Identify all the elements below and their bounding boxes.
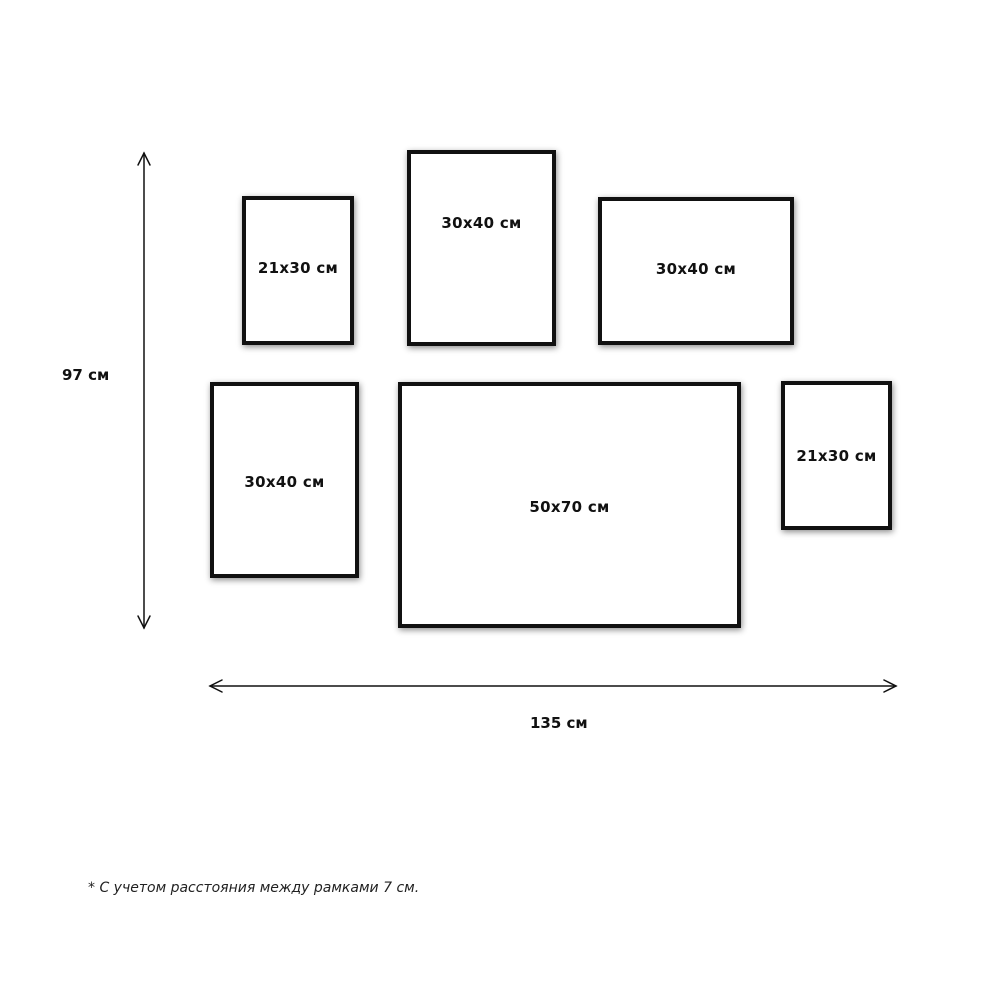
frame-30x40-top-center: 30x40 см — [407, 150, 556, 346]
height-dimension-label: 97 см — [62, 366, 110, 384]
frame-size-label: 21x30 см — [257, 258, 339, 277]
frame-21x30-bottom-right: 21x30 см — [781, 381, 892, 530]
frame-size-label: 30x40 см — [655, 260, 737, 278]
frame-21x30-top-left: 21x30 см — [242, 196, 354, 345]
height-arrow — [137, 151, 151, 630]
frame-size-label: 50x70 см — [529, 498, 610, 516]
frame-size-label: 30x40 см — [244, 473, 325, 491]
frame-size-label: 30x40 см — [441, 214, 522, 232]
frame-30x40-top-right: 30x40 см — [598, 197, 794, 345]
frame-50x70-bottom-center: 50x70 см — [398, 382, 741, 628]
footnote: * С учетом расстояния между рамками 7 см… — [88, 880, 420, 896]
width-arrow — [208, 679, 898, 693]
frame-30x40-bottom-left: 30x40 см — [210, 382, 359, 578]
frame-size-label: 21x30 см — [796, 446, 877, 465]
width-dimension-label: 135 см — [530, 714, 588, 732]
